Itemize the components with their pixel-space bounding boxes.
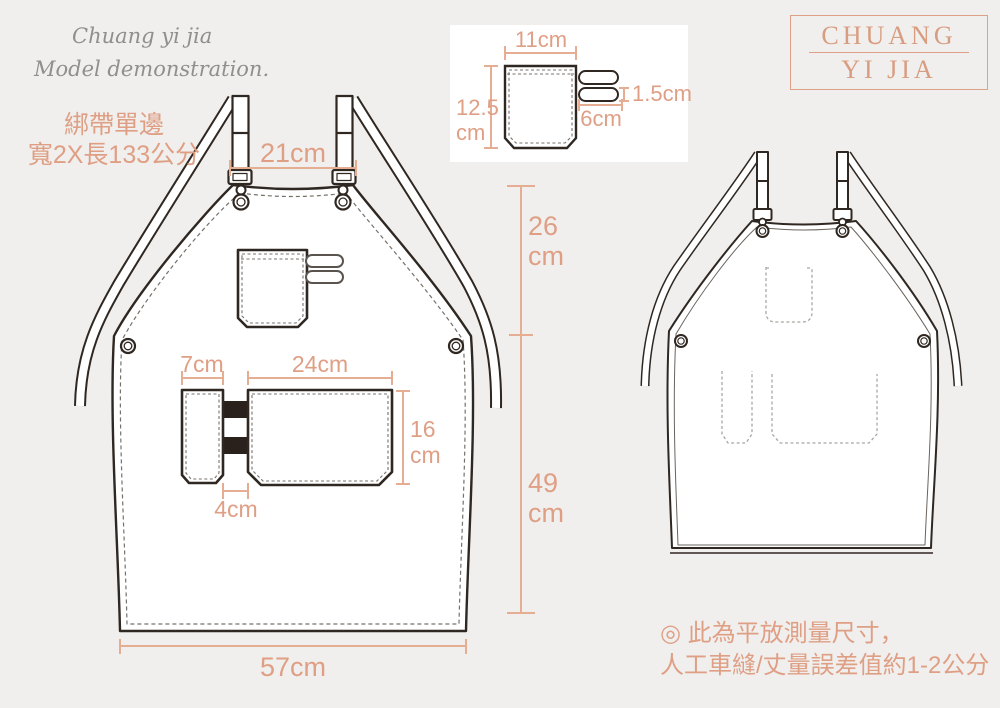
front-apron-drawing xyxy=(74,94,535,654)
back-apron-hem xyxy=(673,226,932,546)
logo-divider xyxy=(809,51,969,53)
detail-dim-loop-height: 1.5cm xyxy=(632,81,692,106)
back-pocket-stitches xyxy=(721,267,878,444)
front-dimension-lines xyxy=(119,160,535,654)
detail-dimension-lines xyxy=(484,46,629,149)
dim-skirt-height: 49 cm xyxy=(528,468,564,529)
brand-script-line2: Model demonstration. xyxy=(34,57,270,81)
pocket-strap-upper xyxy=(223,401,248,418)
dim-bib-height: 26 cm xyxy=(528,211,564,272)
back-apron-body xyxy=(666,220,940,549)
detail-dim-height: 12.5 cm xyxy=(456,95,499,145)
back-apron-drawing xyxy=(640,151,963,554)
back-waist-grommets xyxy=(674,334,931,348)
disclaimer-line2: 人工車縫/丈量誤差值約1-2公分 xyxy=(660,652,990,679)
pocket-detail-drawing xyxy=(484,46,629,150)
logo-line2: YI JIA xyxy=(841,54,937,84)
pocket-strap-lower xyxy=(223,437,248,454)
disclaimer-line1: ◎ 此為平放測量尺寸， xyxy=(660,620,904,647)
strap-length-note: 綁帶單邊 寬2X長133公分 xyxy=(25,110,203,170)
dim-pocket-gap: 4cm xyxy=(214,496,258,522)
dim-small-pocket-width: 7cm xyxy=(180,351,224,377)
front-chest-pocket xyxy=(236,248,344,329)
logo-line1: CHUANG xyxy=(821,21,957,51)
dim-neck-width: 21cm xyxy=(259,138,327,168)
front-waist-pockets xyxy=(180,388,394,487)
back-apron-ties xyxy=(640,151,963,387)
back-apron-straps xyxy=(756,151,849,213)
dim-bottom-width: 57cm xyxy=(259,652,327,682)
front-waist-grommets xyxy=(119,337,465,355)
brand-script-line1: Chuang yi jia xyxy=(72,24,213,48)
detail-dim-loop-spacing: 6cm xyxy=(580,106,622,131)
dim-pocket-height: 16 cm xyxy=(410,416,441,468)
dim-large-pocket-width: 24cm xyxy=(291,351,349,377)
front-apron-ties xyxy=(74,95,503,409)
detail-dim-width: 11cm xyxy=(514,27,568,52)
front-apron-clasps xyxy=(227,168,357,211)
strap-note-line2: 寬2X長133公分 xyxy=(27,141,201,169)
back-apron-clasps xyxy=(752,208,853,238)
brand-logo: CHUANG YI JIA xyxy=(790,15,988,90)
strap-note-line1: 綁帶單邊 xyxy=(63,111,164,139)
